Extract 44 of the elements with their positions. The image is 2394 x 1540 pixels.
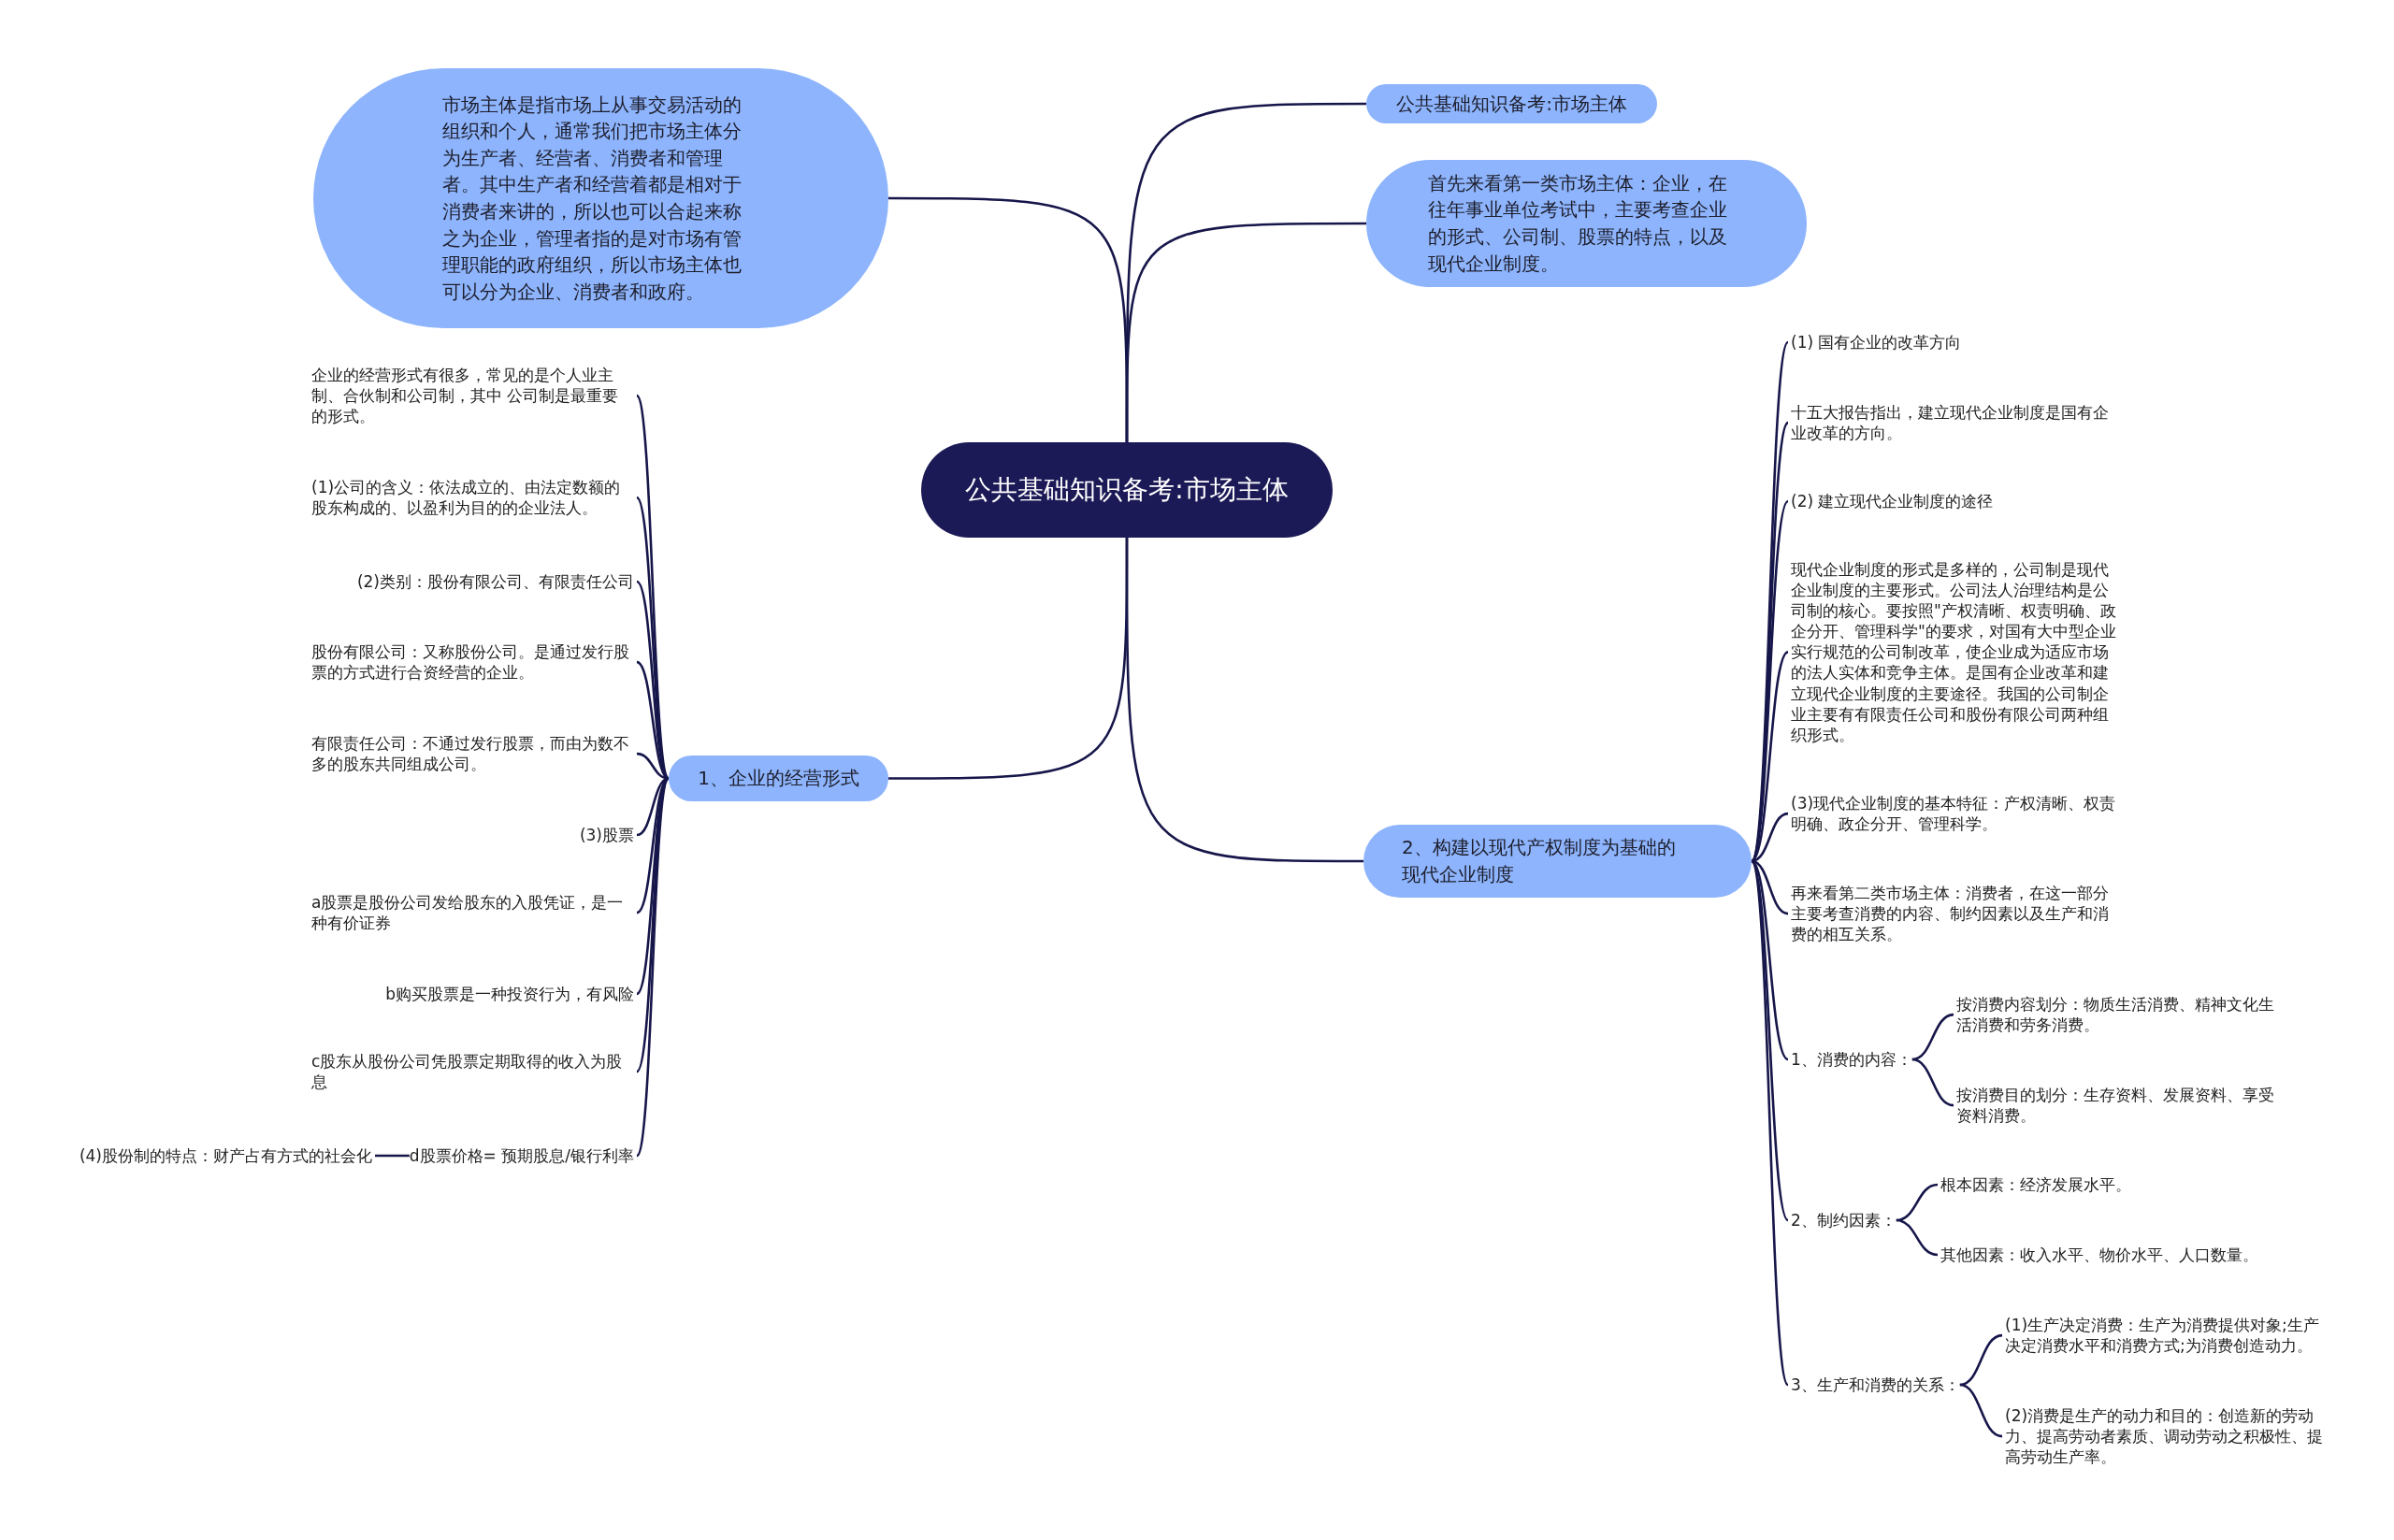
branch-line xyxy=(1750,860,1790,1386)
branch-text: 有限责任公司：不通过发行股票，而由为数不多的股东共同组成公司。 xyxy=(311,733,634,775)
branch-text: 现代企业制度的形式是多样的，公司制是现代企业制度的主要形式。公司法人治理结构是公司制的核心。要按照"产权清晰、权责明确、政企分开、管理科学"的要求，对国有大中型企业实行规范的公司制改革，使企业成为适应市场的法人实体和竞争主体。是国有企业改革和建立现代企业制度的主要途径。我国的公司制企业主要有有限责任公司和股份有限公司两种组织形式。 xyxy=(1791,559,2118,745)
branch-text: (2)消费是生产的动力和目的：创造新的劳动力、提高劳动者素质、调动劳动之积极性、提高劳动生产率。 xyxy=(2005,1405,2332,1468)
branch-text: (1) 国有企业的改革方向 xyxy=(1791,332,1962,353)
branch-line xyxy=(1911,1058,1954,1107)
branch-text: c股东从股份公司凭股票定期取得的收入为股息 xyxy=(311,1051,634,1093)
topic-bubble: 2、构建以现代产权制度为基础的现代企业制度 xyxy=(1363,825,1752,898)
branch-text: (2)类别：股份有限公司、有限责任公司 xyxy=(356,571,634,593)
branch-text: d股票价格= 预期股息/银行利率 xyxy=(409,1145,634,1167)
branch-text: 2、制约因素： xyxy=(1791,1210,1896,1231)
branch-line xyxy=(1750,500,1790,862)
branch-line xyxy=(1896,1218,1939,1257)
branch-text: 股份有限公司：又称股份公司。是通过发行股票的方式进行合资经营的企业。 xyxy=(311,641,634,684)
branch-line xyxy=(1959,1383,2003,1438)
topic-bubble: 1、企业的经营形式 xyxy=(669,756,888,801)
topic-bubble: 首先来看第一类市场主体：企业，在往年事业单位考试中，主要考查企业的形式、公司制、股票的特点，以及现代企业制度。 xyxy=(1366,160,1807,287)
branch-text: 按消费目的划分：生存资料、发展资料、享受资料消费。 xyxy=(1956,1085,2284,1127)
central-topic: 公共基础知识备考:市场主体 xyxy=(921,442,1333,538)
branch-text: (3)股票 xyxy=(579,825,634,846)
topic-bubble: 市场主体是指市场上从事交易活动的组织和个人，通常我们把市场主体分为生产者、经营者、消费者和管理者。其中生产者和经营着都是相对于消费者来讲的，所以也可以合起来称之为企业，管理者指的是对市场有管理职能的政府组织，所以市场主体也可以分为企业、消费者和政府。 xyxy=(313,68,888,328)
branch-text: (1)公司的含义：依法成立的、由法定数额的股东构成的、以盈利为目的的企业法人。 xyxy=(311,477,634,519)
branch-line xyxy=(1911,1013,1954,1061)
branch-text: 按消费内容划分：物质生活消费、精神文化生活消费和劳务消费。 xyxy=(1956,994,2284,1036)
branch-text: (4)股份制的特点：财产占有方式的社会化 xyxy=(79,1145,372,1167)
branch-text: a股票是股份公司发给股东的入股凭证，是一种有价证券 xyxy=(311,892,634,934)
branch-text: 再来看第二类市场主体：消费者，在这一部分主要考查消费的内容、制约因素以及生产和消费的相互关系。 xyxy=(1791,883,2118,945)
branch-text: 十五大报告指出，建立现代企业制度是国有企业改革的方向。 xyxy=(1791,402,2118,444)
topic-bubble: 公共基础知识备考:市场主体 xyxy=(1366,84,1657,123)
branch-text: 3、生产和消费的关系： xyxy=(1791,1374,1960,1396)
branch-text: (3)现代企业制度的基本特征：产权清晰、权责明确、政企分开、管理科学。 xyxy=(1791,793,2118,835)
branch-text: 企业的经营形式有很多，常见的是个人业主制、合伙制和公司制，其中 公司制是最重要的形式。 xyxy=(311,365,634,427)
branch-text: (2) 建立现代企业制度的途径 xyxy=(1791,491,1994,512)
branch-text: (1)生产决定消费：生产为消费提供对象;生产决定消费水平和消费方式;为消费创造动力。 xyxy=(2005,1315,2332,1357)
branch-line xyxy=(1896,1183,1939,1222)
branch-text: 根本因素：经济发展水平。 xyxy=(1940,1174,2131,1196)
branch-text: 1、消费的内容： xyxy=(1791,1049,1912,1071)
branch-line xyxy=(375,1154,410,1158)
branch-line xyxy=(1125,222,1366,442)
branch-text: 其他因素：收入水平、物价水平、人口数量。 xyxy=(1940,1245,2258,1266)
branch-line xyxy=(635,777,671,1157)
branch-line xyxy=(1959,1333,2003,1387)
branch-line xyxy=(1125,538,1363,863)
branch-text: b购买股票是一种投资行为，有风险 xyxy=(385,984,634,1005)
